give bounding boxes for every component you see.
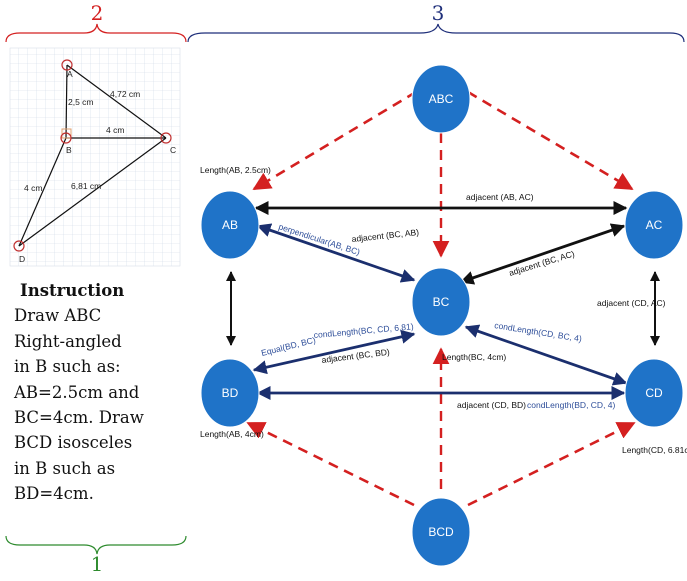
edge-abc-ac — [467, 90, 634, 191]
annotation-bd-length: Length(AB, 4cm) — [200, 429, 264, 439]
label-ab-length: 2,5 cm — [68, 97, 94, 107]
label-cd-length: 6,81 cm — [71, 181, 101, 191]
brace-3-number: 3 — [432, 1, 445, 25]
edge-bcd-bd — [246, 421, 415, 507]
node-bd: BD — [200, 358, 260, 428]
node-cd: CD — [624, 358, 684, 428]
annotation-adjacent-cd-ac: adjacent (CD, AC) — [597, 298, 666, 308]
point-c-label: C — [170, 145, 176, 155]
label-bc-length: 4 cm — [106, 125, 124, 135]
point-a-label: A — [67, 69, 73, 79]
edge-abc-ab — [252, 90, 417, 191]
node-bcd: BCD — [411, 497, 471, 567]
annotation-adjacent-bc-ab: adjacent (BC, AB) — [351, 227, 419, 244]
instruction-line: BCD isosceles — [14, 433, 133, 453]
point-c-marker — [160, 132, 172, 144]
annotation-ab-length: Length(AB, 2.5cm) — [200, 165, 271, 175]
instruction-line: BD=4cm. — [14, 484, 94, 504]
edge-ac-bc — [459, 223, 626, 285]
brace-2-number: 2 — [91, 1, 104, 25]
point-a-marker — [61, 59, 73, 71]
instruction-panel: Instruction Draw ABC Right-angled in B s… — [14, 278, 186, 507]
node-ab-label: AB — [222, 218, 238, 232]
point-d-label: D — [19, 254, 25, 264]
node-bc-label: BC — [433, 295, 450, 309]
edge-bd-bc — [252, 329, 416, 375]
instruction-line: AB=2.5cm and — [14, 382, 140, 402]
annotation-perpendicular-ab-bc: perpendicular(AB, BC) — [277, 221, 361, 257]
graph-nodes: ABC AB AC BC BD CD BCD — [200, 64, 684, 567]
annotation-equal-bd-bc: Equal(BD, BC) — [260, 335, 317, 358]
brace-3: 3 — [187, 1, 685, 43]
point-b-label: B — [66, 145, 72, 155]
label-ac-length: 4,72 cm — [110, 89, 140, 99]
point-d-marker — [13, 240, 25, 252]
annotation-condlength-bd-cd: condLength(BD, CD, 4) — [527, 400, 616, 410]
instruction-line: in B such as: — [14, 357, 121, 377]
annotation-adjacent-bc-bd: adjacent (BC, BD) — [321, 347, 390, 365]
edge-bc-cd — [464, 324, 628, 386]
label-bd-length: 4 cm — [24, 183, 42, 193]
point-b-marker — [60, 132, 72, 144]
annotation-adjacent-cd-bd: adjacent (CD, BD) — [457, 400, 526, 410]
node-bc: BC — [411, 267, 471, 337]
instruction-line: Right-angled — [14, 331, 122, 351]
instruction-line: in B such as — [14, 458, 116, 478]
brace-2: 2 — [5, 1, 187, 43]
annotation-bc-length: Length(BC, 4cm) — [442, 352, 506, 362]
node-bcd-label: BCD — [428, 525, 454, 539]
brace-1-number: 1 — [91, 552, 104, 576]
instruction-title: Instruction — [20, 281, 125, 300]
instruction-line: Draw ABC — [14, 306, 102, 326]
edge-ab-bc — [256, 223, 416, 283]
brace-1: 1 — [5, 535, 187, 576]
node-cd-label: CD — [645, 386, 663, 400]
node-bd-label: BD — [222, 386, 239, 400]
instruction-line: BC=4cm. Draw — [14, 408, 144, 428]
node-abc-label: ABC — [429, 92, 454, 106]
node-ab: AB — [200, 190, 260, 260]
triangle-sketch: A B C D 2,5 cm 4,72 cm 4 cm 4 cm 6,81 cm — [9, 47, 181, 267]
node-ac: AC — [624, 190, 684, 260]
edge-bcd-cd — [467, 421, 636, 507]
node-ac-label: AC — [646, 218, 663, 232]
node-abc: ABC — [411, 64, 471, 134]
graph-edges — [226, 90, 660, 507]
annotation-adjacent-ab-ac: adjacent (AB, AC) — [466, 192, 534, 202]
